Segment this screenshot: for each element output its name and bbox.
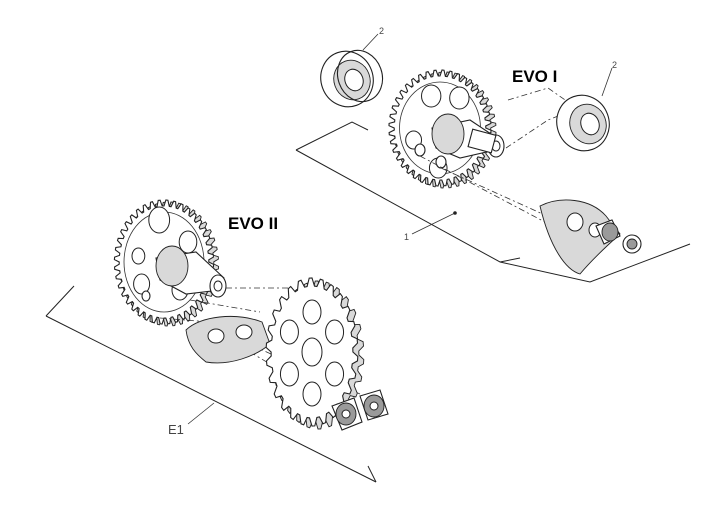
callout-bearing-right: 2 (612, 60, 617, 70)
bearing-left (320, 49, 384, 108)
bolt-evo1-b (622, 234, 642, 254)
title-evo2: EVO II (228, 214, 278, 233)
shaft-evo1 (431, 113, 505, 159)
evo1-assembly: 2 2 (295, 26, 691, 283)
bolt-evo2-a (331, 397, 363, 431)
pin-evo1-b (435, 155, 447, 169)
callout-assembly-evo2: E1 (168, 422, 184, 437)
bolt-evo2-b (359, 389, 389, 421)
bearing-right (556, 94, 610, 152)
evo2-bracket-line (45, 285, 75, 317)
evo2-assembly: E1 EVO II (45, 199, 389, 483)
pin-evo1-a (414, 143, 426, 157)
shaft-evo2 (155, 245, 227, 298)
callout-bearing-left: 2 (379, 26, 384, 36)
evo1-bracket-line (295, 121, 369, 151)
evo2-bracket-line-lower (45, 315, 377, 483)
cam-segment-evo1 (539, 199, 621, 275)
title-evo1: EVO I (512, 67, 557, 86)
evo1-bracket-line-right (499, 243, 691, 283)
callout-assembly-evo1: 1 (404, 232, 409, 242)
pin-evo2 (141, 290, 151, 302)
evo2-bracket-line-right (367, 465, 377, 483)
bolt-evo1-a (595, 219, 621, 245)
cam-segment-evo2 (185, 316, 271, 364)
